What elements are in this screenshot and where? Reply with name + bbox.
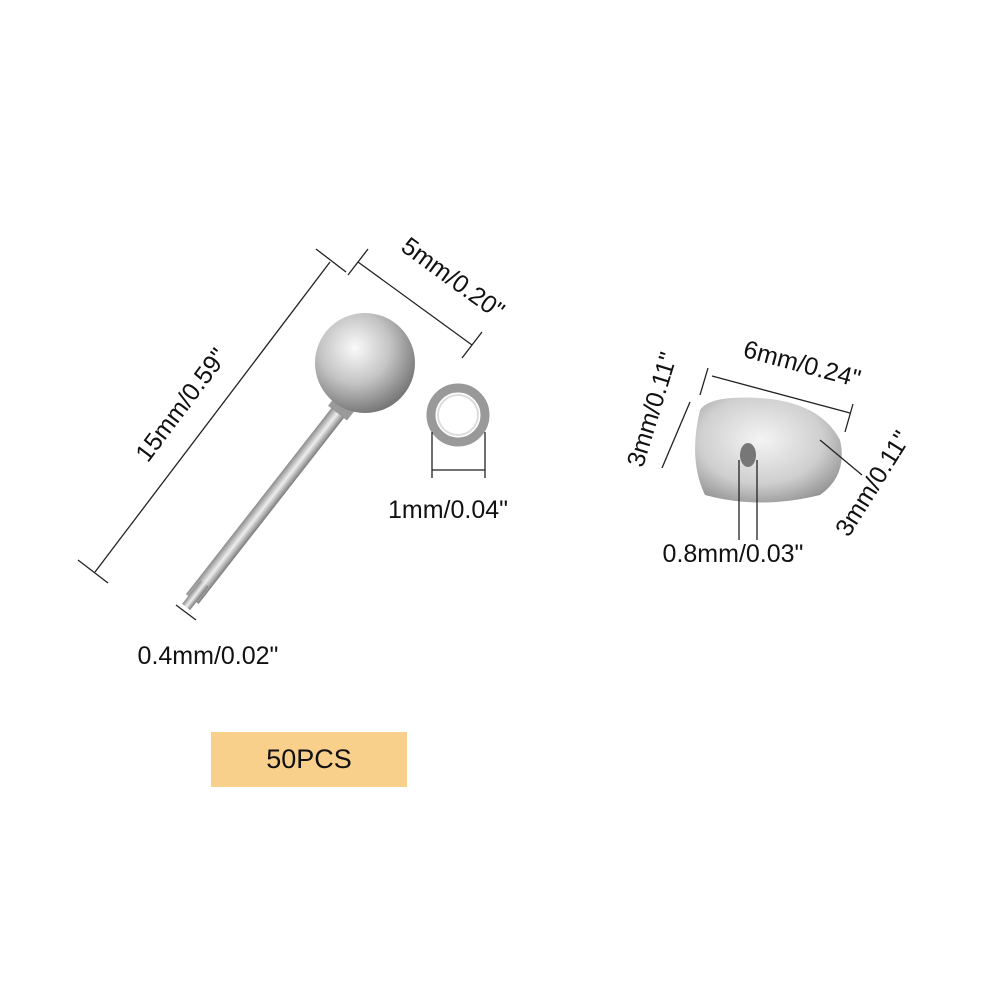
pin-diameter-label: 0.4mm/0.02" xyxy=(138,642,279,670)
nut-hole-label: 0.8mm/0.03" xyxy=(663,540,804,568)
ball-diameter-label: 5mm/0.20" xyxy=(396,232,510,325)
nut-width-label: 6mm/0.24" xyxy=(740,335,863,393)
nut-height-left-label: 3mm/0.11" xyxy=(622,349,683,470)
nut-height-right-label: 3mm/0.11" xyxy=(830,426,916,541)
dimension-lines xyxy=(77,248,863,621)
quantity-badge: 50PCS xyxy=(211,732,407,787)
ear-nut-image xyxy=(695,397,842,503)
earring-stud-image xyxy=(182,313,490,611)
loop-hole-label: 1mm/0.04" xyxy=(388,496,508,524)
length-label: 15mm/0.59" xyxy=(130,343,233,467)
